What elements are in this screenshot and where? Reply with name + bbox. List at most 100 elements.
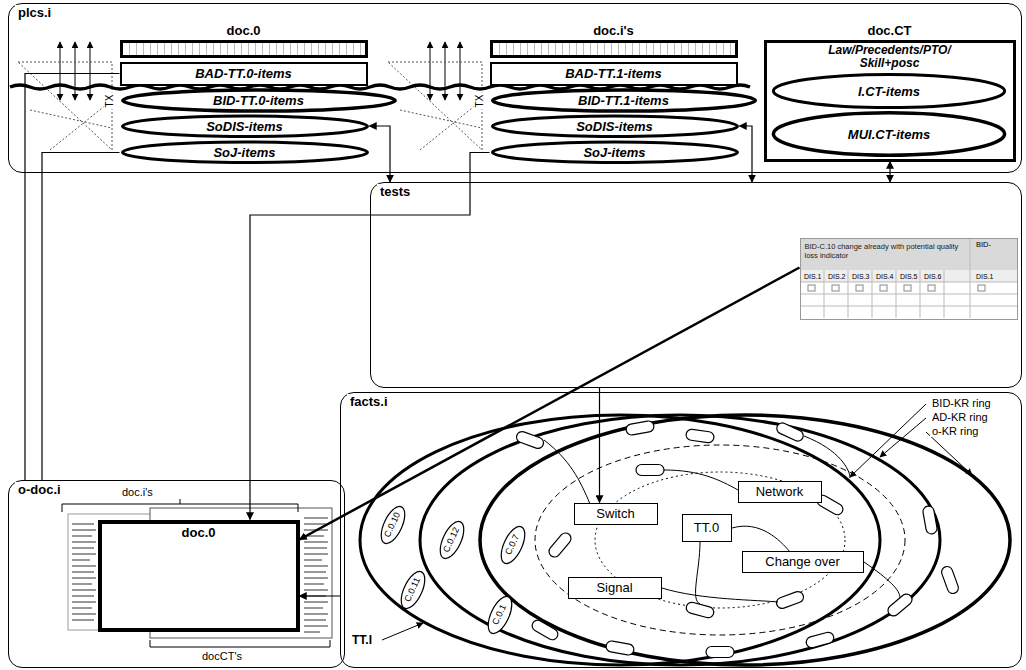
ring-label: TT.I bbox=[350, 634, 374, 647]
concept-pills bbox=[775, 421, 805, 443]
connector bbox=[599, 388, 600, 503]
node-text: Switch bbox=[596, 506, 634, 521]
concept-pills bbox=[515, 430, 545, 450]
region-panel: testsBID-C.10 change already with potent… bbox=[370, 182, 1022, 388]
table-grid bbox=[856, 285, 863, 291]
node-text: SoJ-items bbox=[213, 145, 275, 160]
table-grid bbox=[832, 285, 839, 291]
table-grid bbox=[800, 238, 1018, 318]
node-text: Signal bbox=[596, 580, 632, 595]
connector bbox=[25, 74, 120, 481]
concept-tag: C.0.1 bbox=[490, 601, 510, 628]
connector bbox=[740, 126, 753, 182]
table-grid bbox=[928, 285, 935, 291]
leader-lines bbox=[880, 418, 926, 457]
item-ellipse: SoDIS-items bbox=[120, 115, 370, 138]
concept-links bbox=[544, 440, 590, 504]
node-text: SoJ-items bbox=[583, 145, 645, 160]
document-box: doc.0 bbox=[98, 520, 300, 632]
ring-label: BID-KR ring bbox=[930, 397, 993, 409]
connector bbox=[370, 126, 391, 182]
bracket bbox=[150, 640, 330, 647]
concept-box: Network bbox=[738, 481, 822, 503]
ellipse-outline bbox=[122, 116, 367, 137]
c-ellipses bbox=[396, 568, 429, 612]
table-cell: DIS.1 bbox=[802, 273, 824, 281]
concept-links bbox=[662, 588, 778, 602]
concept-pills bbox=[605, 640, 634, 656]
dotted-links bbox=[18, 62, 482, 150]
connector bbox=[42, 153, 120, 481]
concept-box: Signal bbox=[568, 577, 662, 599]
table-grid bbox=[800, 238, 1018, 270]
bracket-label: doc.i's bbox=[120, 486, 155, 498]
concept-pills bbox=[775, 590, 805, 610]
heading-text: doc.0 bbox=[123, 23, 365, 38]
table-grid bbox=[978, 285, 985, 291]
ellipse-outline bbox=[773, 74, 1004, 107]
table-grid bbox=[800, 238, 1018, 318]
plcs-arrows bbox=[460, 42, 461, 100]
document-box: doc.CTLaw/Precedents/PTO/ Skill+poscI.CT… bbox=[764, 40, 1016, 162]
table-grid bbox=[880, 285, 887, 291]
document-pages bbox=[72, 518, 328, 632]
node-text: SoDIS-items bbox=[206, 119, 283, 134]
table-cell: DIS.2 bbox=[826, 273, 848, 281]
connector bbox=[300, 268, 800, 540]
table-cell: BID- bbox=[974, 241, 993, 249]
ellipse-outline bbox=[773, 113, 1004, 155]
heading-text: doc.CT bbox=[767, 23, 1013, 38]
leader-lines bbox=[850, 404, 926, 477]
concept-pills bbox=[706, 647, 734, 658]
c-ellipses bbox=[376, 503, 529, 637]
document-bar: doc.i's bbox=[490, 40, 738, 58]
tag-label: TX bbox=[104, 93, 115, 110]
knowledge-rings bbox=[595, 472, 845, 608]
leader-lines bbox=[382, 404, 972, 640]
region-panel: o-doc.i doc.0 bbox=[8, 480, 345, 668]
item-ellipse: SoDIS-items bbox=[490, 115, 740, 138]
knowledge-rings bbox=[360, 415, 880, 665]
dotted-links bbox=[400, 110, 482, 128]
item-ellipse: I.CT-items bbox=[771, 73, 1007, 109]
document-pages bbox=[68, 508, 332, 638]
panel-title: tests bbox=[377, 184, 413, 199]
ellipse-outline bbox=[492, 142, 737, 163]
bracket bbox=[62, 499, 330, 647]
node-text: SoDIS-items bbox=[576, 119, 653, 134]
concept-links bbox=[732, 526, 790, 552]
panel-title: facts.i bbox=[347, 394, 391, 409]
plcs-arrows bbox=[60, 42, 61, 100]
item-box: BAD-TT.0-items bbox=[120, 62, 368, 86]
ellipse-outline bbox=[492, 116, 737, 137]
item-ellipse: BID-TT.1-items bbox=[490, 89, 758, 112]
concept-links bbox=[696, 542, 700, 604]
ellipse-outline bbox=[122, 142, 367, 163]
concept-pills bbox=[940, 565, 960, 595]
node-text: Change over bbox=[765, 554, 839, 569]
bracket bbox=[62, 499, 298, 512]
table-grid bbox=[808, 285, 985, 291]
table-cell: DIS.6 bbox=[922, 273, 944, 281]
concept-pills bbox=[805, 631, 835, 649]
concept-links bbox=[544, 436, 900, 604]
concept-pills bbox=[547, 531, 573, 560]
concept-tag: C.0.11 bbox=[402, 574, 424, 605]
knowledge-rings bbox=[480, 415, 1010, 665]
c-ellipses bbox=[435, 518, 468, 562]
leader-lines bbox=[382, 623, 423, 640]
connector bbox=[889, 162, 890, 183]
concept-links bbox=[664, 470, 738, 490]
concept-pills bbox=[685, 429, 714, 444]
table-grid bbox=[808, 285, 815, 291]
node-text: BAD-TT.1-items bbox=[565, 66, 662, 81]
dotted-links bbox=[388, 62, 482, 150]
panel-title: o-doc.i bbox=[15, 482, 64, 497]
region-panel: plcs.idoc.0BAD-TT.0-itemsBID-TT.0-itemsS… bbox=[8, 3, 1022, 173]
plcs-arrows bbox=[90, 42, 91, 100]
plcs-arrows bbox=[75, 42, 76, 100]
node-text: MUI.CT-items bbox=[848, 127, 930, 142]
